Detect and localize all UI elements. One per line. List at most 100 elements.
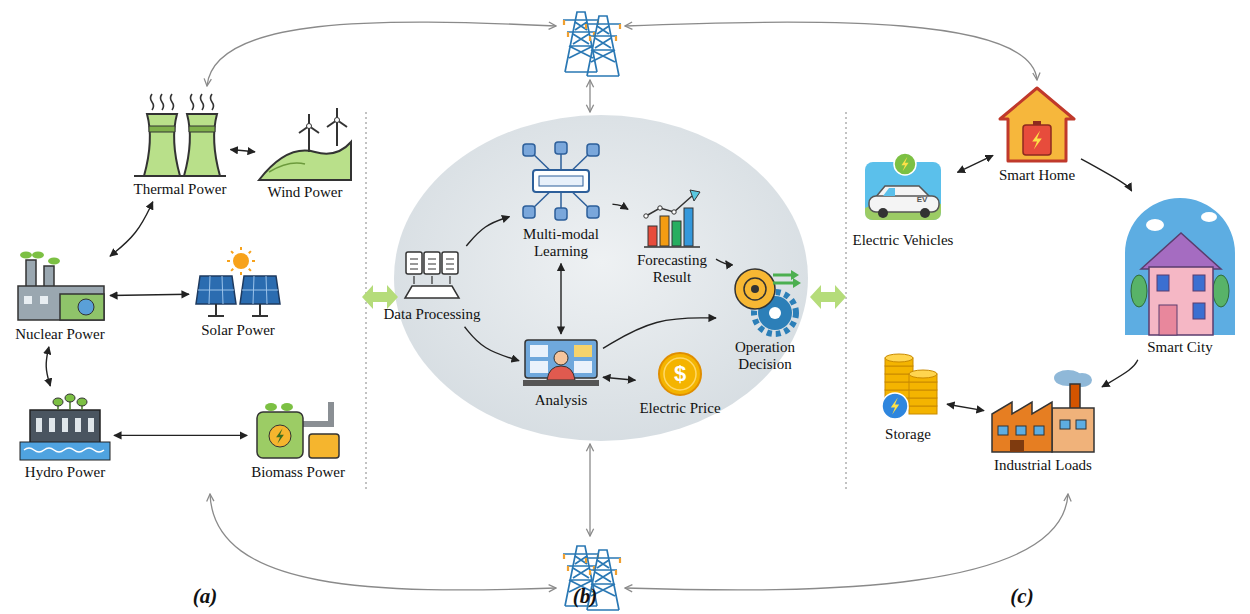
icon-part xyxy=(281,403,293,411)
node-label: Smart Home xyxy=(999,167,1075,184)
icon-part xyxy=(36,418,42,432)
icon-part xyxy=(88,418,94,432)
icon-part xyxy=(442,252,458,274)
flow-arrow xyxy=(560,264,561,334)
icon-part xyxy=(1000,88,1074,161)
icon-part xyxy=(410,259,418,269)
panel-letter: (b) xyxy=(573,584,598,609)
icon-part xyxy=(208,304,224,316)
icon-part xyxy=(242,276,278,304)
icon-part xyxy=(160,94,163,110)
icon-part xyxy=(257,412,303,458)
center-ellipse xyxy=(394,115,808,441)
grid-arrow xyxy=(625,22,1037,80)
icon-node: Wind Power xyxy=(259,112,351,201)
icon-part xyxy=(77,398,87,406)
node-label: Smart City xyxy=(1147,339,1212,356)
icon-part xyxy=(909,398,937,406)
icon-part xyxy=(530,361,548,373)
icon-part xyxy=(20,442,110,460)
node-icon xyxy=(997,85,1077,163)
icon-part xyxy=(909,370,937,378)
icon-part xyxy=(1149,267,1213,335)
icon-part xyxy=(210,94,213,110)
icon-part xyxy=(547,366,575,380)
icon-part xyxy=(149,126,175,132)
node-icon xyxy=(861,148,945,228)
icon-part xyxy=(1201,212,1217,222)
icon-group xyxy=(259,108,351,180)
icon-part xyxy=(269,163,305,172)
icon-part xyxy=(269,425,291,447)
flow-arrow xyxy=(230,150,255,152)
icon-part xyxy=(998,426,1008,435)
node-icon xyxy=(642,188,702,248)
icon-part xyxy=(449,276,450,284)
icon-part xyxy=(78,299,94,315)
icon-part xyxy=(53,398,63,406)
flow-arrow xyxy=(466,217,509,246)
node-icon xyxy=(521,140,601,222)
icon-group xyxy=(523,340,599,386)
grid-arrow xyxy=(625,494,1068,590)
icon-part xyxy=(40,296,48,304)
node-label: Electric Price xyxy=(639,400,720,417)
icon-part xyxy=(920,208,930,218)
icon-part xyxy=(684,208,693,246)
icon-node: Analysis xyxy=(523,338,599,409)
panel-letter: (c) xyxy=(1010,584,1033,609)
icon-part xyxy=(309,434,339,458)
icon-group xyxy=(659,353,701,395)
icon-part xyxy=(198,276,234,304)
icon-part xyxy=(523,144,535,156)
icon-part xyxy=(134,175,226,177)
icon-part xyxy=(909,390,937,398)
icon-part xyxy=(909,382,937,390)
node-icon xyxy=(14,250,106,322)
icon-node: Thermal Power xyxy=(134,92,227,198)
icon-part xyxy=(672,221,681,246)
icon-part xyxy=(231,269,233,271)
icon-part xyxy=(227,260,230,262)
icon-part xyxy=(1010,440,1024,452)
icon-part xyxy=(769,307,781,319)
icon-node: Electric Vehicles xyxy=(853,148,954,249)
icon-part xyxy=(49,418,55,432)
icon-part xyxy=(672,210,676,214)
flow-arrow xyxy=(465,327,519,361)
icon-part xyxy=(24,296,32,304)
icon-part xyxy=(878,208,888,218)
icon-part xyxy=(644,246,700,248)
icon-node: Forecasting Result xyxy=(632,188,712,286)
flow-arrow xyxy=(613,204,629,209)
icon-part xyxy=(240,247,242,250)
node-label: Industrial Loads xyxy=(994,457,1092,474)
flow-arrow xyxy=(603,318,716,348)
node-label: Analysis xyxy=(535,392,588,409)
icon-part xyxy=(231,251,233,253)
icon-group xyxy=(644,190,700,247)
icon-part xyxy=(555,142,567,154)
node-icon xyxy=(1125,195,1235,335)
node-icon xyxy=(134,92,226,177)
icon-part xyxy=(1052,408,1094,452)
icon-part xyxy=(658,206,662,210)
icon-node: Hydro Power xyxy=(20,390,110,481)
icon-part xyxy=(252,304,268,316)
flow-arrow xyxy=(1081,159,1132,191)
icon-part xyxy=(1125,198,1235,335)
icon-group xyxy=(865,153,941,220)
icon-part xyxy=(249,269,251,271)
icon-node: Smart Home xyxy=(997,85,1077,184)
icon-part xyxy=(1213,275,1229,307)
icon-part xyxy=(1023,125,1051,155)
icon-part xyxy=(65,394,75,402)
double-arrow xyxy=(362,285,398,309)
node-icon xyxy=(20,390,110,460)
icon-part xyxy=(555,208,567,220)
icon-part xyxy=(644,214,648,218)
icon-group xyxy=(18,252,104,321)
icon-part xyxy=(530,345,548,357)
